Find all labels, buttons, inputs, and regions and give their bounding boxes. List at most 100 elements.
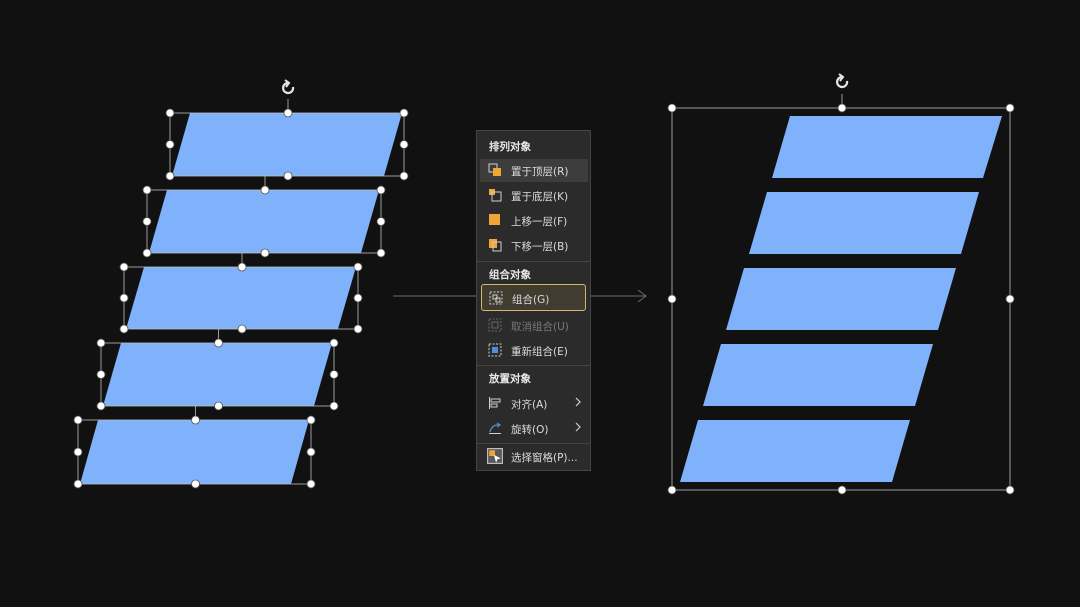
resize-handle[interactable] xyxy=(165,108,175,118)
resize-handle[interactable] xyxy=(73,447,83,457)
menu-item-rotate[interactable]: 旋转(O) xyxy=(480,417,588,440)
chevron-right-icon xyxy=(575,422,581,432)
menu-item-label: 组合(G) xyxy=(512,294,550,306)
resize-handle[interactable] xyxy=(306,447,316,457)
resize-handle[interactable] xyxy=(96,338,106,348)
resize-handle[interactable] xyxy=(119,324,129,334)
resize-handle[interactable] xyxy=(237,262,247,272)
resize-handle[interactable] xyxy=(329,370,339,379)
resize-handle[interactable] xyxy=(191,479,200,489)
parallelogram-shape xyxy=(749,192,979,254)
parallelogram-shape[interactable] xyxy=(119,233,363,334)
menu-item-label: 选择窗格(P)... xyxy=(511,452,578,464)
menu-item-bring-to-front[interactable]: 置于顶层(R) xyxy=(480,159,588,182)
ungrouped-shapes xyxy=(73,79,409,489)
resize-handle[interactable] xyxy=(329,401,339,411)
resize-handle[interactable] xyxy=(191,415,200,425)
menu-item-label: 旋转(O) xyxy=(511,424,549,436)
resize-handle[interactable] xyxy=(353,293,363,303)
menu-item-label: 取消组合(U) xyxy=(511,321,569,333)
section-header-arrange: 排列对象 xyxy=(489,141,531,153)
menu-separator xyxy=(477,365,590,366)
group-icon xyxy=(489,291,503,305)
resize-handle[interactable] xyxy=(237,324,247,334)
menu-item-ungroup[interactable]: 取消组合(U) xyxy=(480,314,588,337)
resize-handle[interactable] xyxy=(96,370,106,379)
parallelogram-fill xyxy=(172,113,402,176)
resize-handle[interactable] xyxy=(353,262,363,272)
resize-handle[interactable] xyxy=(837,103,847,113)
resize-handle[interactable] xyxy=(1005,485,1015,495)
resize-handle[interactable] xyxy=(165,140,175,149)
menu-item-regroup[interactable]: 重新组合(E) xyxy=(480,339,588,362)
menu-item-bring-forward[interactable]: 上移一层(F) xyxy=(480,209,588,232)
resize-handle[interactable] xyxy=(1005,294,1015,304)
resize-handle[interactable] xyxy=(1005,103,1015,113)
resize-handle[interactable] xyxy=(667,103,677,113)
grouped-shapes[interactable] xyxy=(667,73,1015,495)
resize-handle[interactable] xyxy=(306,415,316,425)
resize-handle[interactable] xyxy=(306,479,316,489)
menu-item-label: 下移一层(B) xyxy=(511,241,569,253)
bring-forward-icon xyxy=(489,214,500,225)
send-to-back-icon xyxy=(489,189,502,202)
resize-handle[interactable] xyxy=(329,338,339,348)
bring-to-front-icon xyxy=(488,163,501,176)
resize-handle[interactable] xyxy=(142,248,152,258)
menu-item-align[interactable]: 对齐(A) xyxy=(480,392,588,415)
context-menu: 排列对象 置于顶层(R) 置于底层(K) 上移一层(F) 下移一层(B) 组合对… xyxy=(476,130,591,471)
parallelogram-shape[interactable] xyxy=(165,79,409,181)
resize-handle[interactable] xyxy=(214,401,223,411)
resize-handle[interactable] xyxy=(283,171,293,181)
resize-handle[interactable] xyxy=(667,294,677,304)
menu-item-label: 置于底层(K) xyxy=(511,191,569,203)
menu-item-label: 上移一层(F) xyxy=(511,216,568,228)
chevron-right-icon xyxy=(575,397,581,407)
resize-handle[interactable] xyxy=(837,485,847,495)
parallelogram-shape xyxy=(772,116,1002,178)
resize-handle[interactable] xyxy=(165,171,175,181)
menu-item-send-to-back[interactable]: 置于底层(K) xyxy=(480,184,588,207)
resize-handle[interactable] xyxy=(376,217,386,226)
rotate-handle-icon[interactable] xyxy=(282,79,295,95)
menu-separator xyxy=(477,443,590,444)
resize-handle[interactable] xyxy=(142,185,152,195)
resize-handle[interactable] xyxy=(214,338,223,348)
resize-handle[interactable] xyxy=(283,108,293,118)
menu-item-selection-pane[interactable]: 选择窗格(P)... xyxy=(480,445,588,468)
resize-handle[interactable] xyxy=(73,479,83,489)
parallelogram-shape xyxy=(680,420,910,482)
resize-handle[interactable] xyxy=(96,401,106,411)
parallelogram-fill xyxy=(149,190,379,253)
parallelogram-shape xyxy=(726,268,956,330)
menu-separator xyxy=(477,261,590,262)
resize-handle[interactable] xyxy=(376,248,386,258)
selection-pane-icon xyxy=(487,448,503,464)
section-header-group: 组合对象 xyxy=(489,269,531,281)
resize-handle[interactable] xyxy=(399,140,409,149)
menu-item-group[interactable]: 组合(G) xyxy=(481,284,586,311)
parallelogram-fill xyxy=(126,267,356,329)
resize-handle[interactable] xyxy=(399,108,409,118)
parallelogram-shape[interactable] xyxy=(96,309,339,411)
resize-handle[interactable] xyxy=(260,248,270,258)
resize-handle[interactable] xyxy=(399,171,409,181)
parallelogram-fill xyxy=(80,420,309,484)
menu-item-send-backward[interactable]: 下移一层(B) xyxy=(480,234,588,257)
parallelogram-shape xyxy=(703,344,933,406)
menu-item-label: 置于顶层(R) xyxy=(511,166,569,178)
resize-handle[interactable] xyxy=(119,293,129,303)
resize-handle[interactable] xyxy=(119,262,129,272)
resize-handle[interactable] xyxy=(73,415,83,425)
align-icon xyxy=(489,397,501,409)
regroup-icon xyxy=(488,343,502,357)
rotate-handle-icon[interactable] xyxy=(836,73,849,89)
resize-handle[interactable] xyxy=(667,485,677,495)
resize-handle[interactable] xyxy=(353,324,363,334)
resize-handle[interactable] xyxy=(142,217,152,226)
parallelogram-fill xyxy=(103,343,332,406)
menu-item-label: 重新组合(E) xyxy=(511,346,568,358)
resize-handle[interactable] xyxy=(376,185,386,195)
flow-arrow xyxy=(393,289,647,303)
resize-handle[interactable] xyxy=(260,185,270,195)
